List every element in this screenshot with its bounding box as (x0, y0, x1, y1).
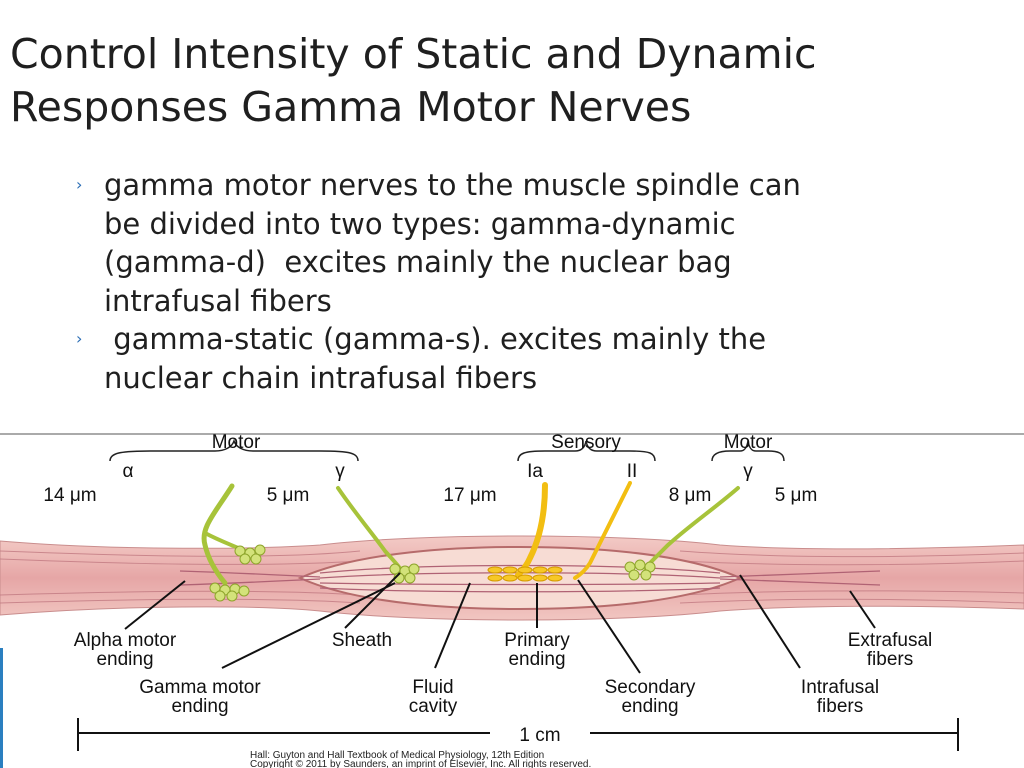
alpha-label: α (123, 461, 134, 482)
fluid-cavity-label: cavity (409, 696, 458, 717)
sheath-label: Sheath (332, 630, 392, 651)
intrafusal-fibers-label: fibers (817, 696, 863, 717)
sensory-brace (517, 440, 656, 462)
bullet-text-line: intrafusal fibers (104, 283, 332, 318)
bullet-list: › gamma motor nerves to the muscle spind… (76, 166, 976, 397)
bullet-text-line: (gamma-d) excites mainly the nuclear bag (104, 245, 732, 279)
secondary-ending-label: ending (621, 696, 678, 717)
title-line-1: Control Intensity of Static and Dynamic (10, 30, 817, 78)
ia-label: Ia (527, 461, 543, 482)
diagram-svg: Motor Sensory Motor α γ Ia II γ 14 μm 5 … (0, 433, 1024, 768)
primary-ending-label: ending (508, 649, 565, 670)
gamma-left-label: γ (335, 461, 345, 482)
bullet-text-line: gamma-static (gamma-s). excites mainly t… (104, 322, 767, 356)
bullet-text-line: be divided into two types: gamma-dynamic (104, 206, 736, 241)
alpha-motor-ending-label: ending (96, 649, 153, 670)
scale-bar-label: 1 cm (519, 725, 560, 746)
figure-credit-line: Hall: Guyton and Hall Textbook of Medica… (250, 750, 544, 761)
gamma-motor-ending-left (389, 563, 420, 584)
bullet-item-gamma-static: › gamma-static (gamma-s). excites mainly… (76, 320, 976, 397)
scale-bar (77, 718, 959, 751)
bullet-arrow-icon: › (76, 175, 83, 194)
gamma-right-label: γ (743, 461, 753, 482)
size-label-gamma-left: 5 μm (267, 485, 310, 506)
slide-accent-bar (0, 648, 3, 768)
bullet-item-gamma-dynamic: › gamma motor nerves to the muscle spind… (76, 166, 976, 320)
size-label-ii: 8 μm (669, 485, 712, 506)
sensory-label: Sensory (551, 433, 621, 453)
alpha-motor-ending-cluster (209, 544, 266, 602)
muscle-spindle-diagram: Motor Sensory Motor α γ Ia II γ 14 μm 5 … (0, 433, 1024, 768)
alpha-motor-nerve (201, 483, 235, 586)
motor-left-brace (109, 438, 359, 462)
intrafusal-fibers-label: Intrafusal (801, 677, 879, 698)
gamma-motor-ending-label: Gamma motor (139, 677, 261, 698)
primary-ending-label: Primary (504, 630, 570, 651)
bullet-text-line: gamma motor nerves to the muscle spindle… (104, 168, 801, 202)
fluid-cavity-label: Fluid (412, 677, 453, 698)
ii-label: II (627, 461, 638, 482)
motor-right-label: Motor (724, 433, 773, 453)
size-label-gamma-right: 5 μm (775, 485, 818, 506)
primary-sensory-ending (487, 566, 563, 582)
alpha-motor-ending-label: Alpha motor (74, 630, 177, 651)
extrafusal-fibers-label: fibers (867, 649, 913, 670)
secondary-ending-label: Secondary (605, 677, 696, 698)
size-label-ia: 17 μm (443, 485, 496, 506)
extrafusal-stripes (0, 550, 1024, 604)
extrafusal-fibers-label: Extrafusal (848, 630, 932, 651)
bullet-arrow-icon: › (76, 329, 83, 348)
sensory-ii-nerve (573, 481, 632, 580)
leader-lines (124, 572, 876, 674)
size-label-alpha: 14 μm (43, 485, 96, 506)
title-line-2: Responses Gamma Motor Nerves (10, 83, 692, 131)
motor-left-label: Motor (212, 433, 261, 453)
motor-right-brace (711, 440, 785, 462)
gamma-motor-ending-right (624, 559, 656, 581)
figure-credit-line: Copyright © 2011 by Saunders, an imprint… (250, 759, 591, 768)
gamma-motor-ending-label: ending (171, 696, 228, 717)
slide-title: Control Intensity of Static and Dynamic … (10, 28, 1010, 134)
bullet-text-line: nuclear chain intrafusal fibers (104, 360, 538, 395)
